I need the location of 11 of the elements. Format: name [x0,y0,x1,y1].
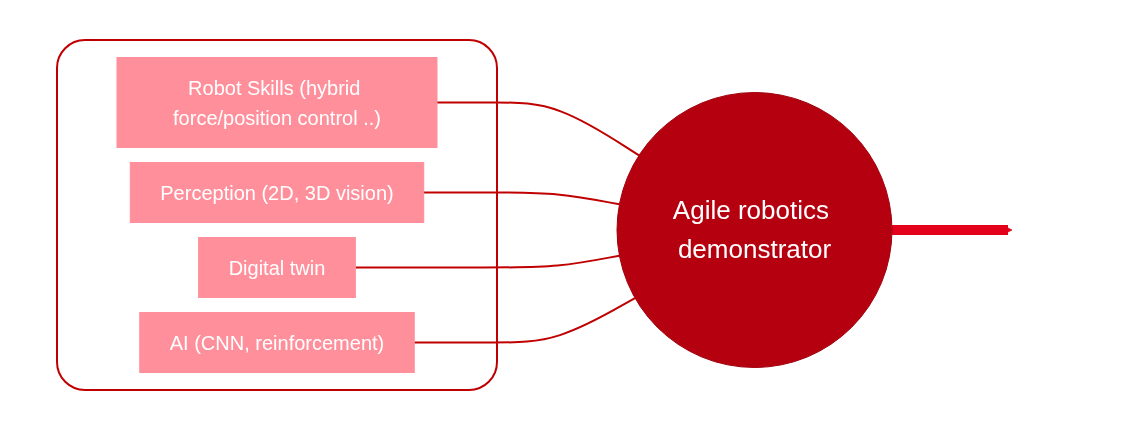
connector [412,296,636,343]
cluster [55,38,498,391]
arrow [891,224,1012,235]
node-box: Robot Skills (hybrid force/position control ..) [116,56,437,148]
node-box: AI (CNN, reinforcement) [138,311,415,373]
connector [422,191,620,205]
connector [353,254,620,268]
node-box: Digital twin [197,236,356,298]
node-box: Perception (2D, 3D vision) [129,161,424,223]
node-circle: Agile robotics demonstrator [616,91,892,368]
connector [435,101,640,156]
